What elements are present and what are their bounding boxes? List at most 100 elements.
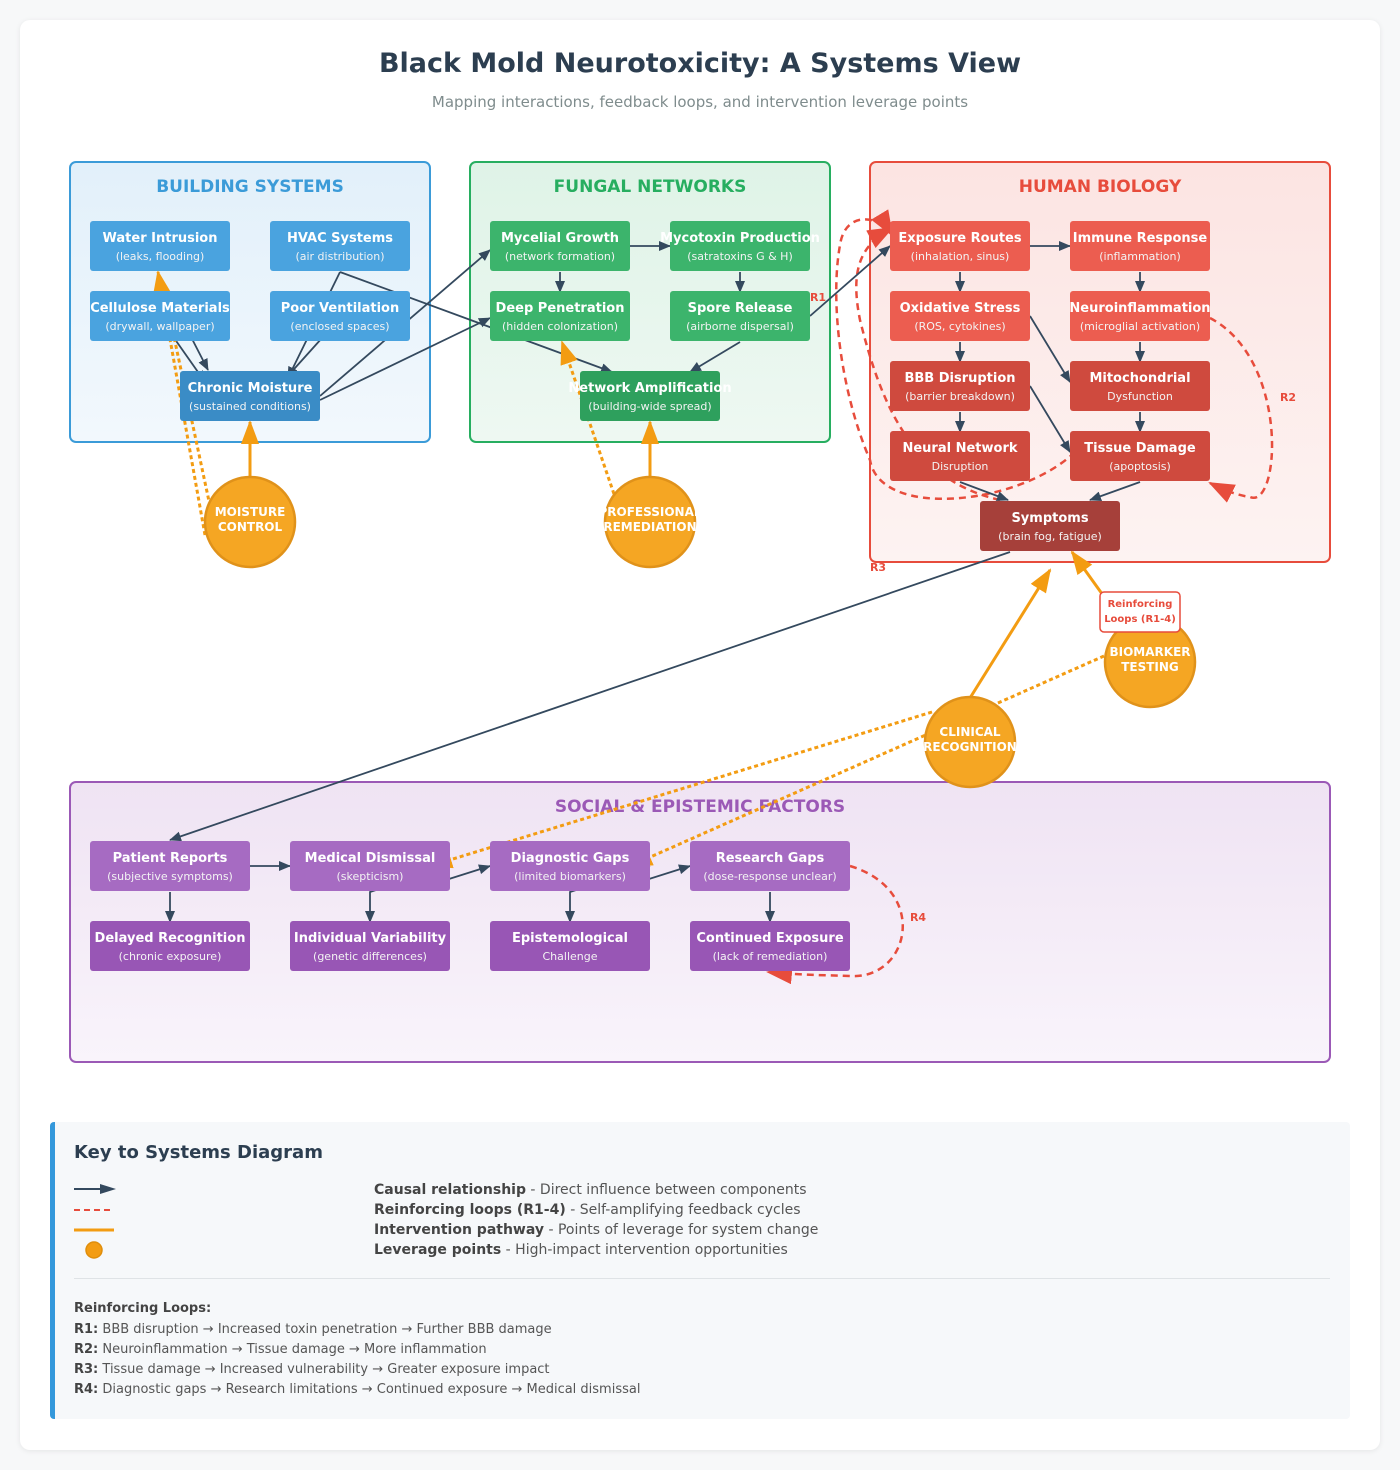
node-network[interactable]: Network Amplification(building-wide spre… [568,371,732,421]
node-subtitle: (limited biomarkers) [514,870,626,883]
node-exposure[interactable]: Exposure Routes(inhalation, sinus) [890,221,1030,271]
node-box [890,431,1030,481]
node-immune[interactable]: Immune Response(inflammation) [1070,221,1210,271]
node-subtitle: (lack of remediation) [713,950,828,963]
node-subtitle: (network formation) [505,250,615,263]
node-neuroinflam[interactable]: Neuroinflammation(microglial activation) [1069,291,1211,341]
node-deep[interactable]: Deep Penetration (hidden colonization) [490,291,630,341]
node-title: Deep Penetration [496,301,625,316]
node-box [890,221,1030,271]
node-subtitle: (barrier breakdown) [905,390,1015,403]
node-title: Research Gaps [716,851,825,866]
loop-id: R2: [74,1342,99,1357]
node-title: Individual Variability [294,931,447,946]
node-title: Poor Ventilation [281,301,400,316]
legend-divider [74,1278,1330,1279]
node-title: Water Intrusion [103,231,218,246]
node-dismissal[interactable]: Medical Dismissal(skepticism) [290,841,450,891]
node-mycelial[interactable]: Mycelial Growth(network formation) [490,221,630,271]
causal-arrow-symbol [74,1184,116,1194]
node-title: Medical Dismissal [305,851,436,866]
node-subtitle: Dysfunction [1107,390,1173,403]
node-box [90,291,230,341]
intervention-line-symbol [74,1228,114,1232]
node-subtitle: (inflammation) [1099,250,1181,263]
node-variability[interactable]: Individual Variability(genetic differenc… [290,921,450,971]
node-box [90,921,250,971]
node-research[interactable]: Research Gaps(dose-response unclear) [690,841,850,891]
loop-id: R1: [74,1322,99,1337]
node-hvac[interactable]: HVAC Systems(air distribution) [270,221,410,271]
loop-id: R4: [74,1382,99,1397]
causal-edge-oxidative-mito [1029,315,1071,383]
node-title: Delayed Recognition [95,931,246,946]
legend-desc: - Self-amplifying feedback cycles [565,1202,801,1218]
node-box [890,361,1030,411]
page-subtitle: Mapping interactions, feedback loops, an… [431,93,969,111]
node-title: Mycotoxin Production [660,231,820,246]
node-spore[interactable]: Spore Release (airborne dispersal) [670,291,810,341]
node-subtitle: (inhalation, sinus) [911,250,1010,263]
node-subtitle: (enclosed spaces) [290,320,389,333]
node-patient[interactable]: Patient Reports(subjective symptoms) [90,841,250,891]
node-subtitle: (leaks, flooding) [116,250,205,263]
node-mycotoxin[interactable]: Mycotoxin Production(satratoxins G & H) [660,221,820,271]
node-oxidative[interactable]: Oxidative Stress(ROS, cytokines) [890,291,1030,341]
node-cellulose[interactable]: Cellulose Materials (drywall, wallpaper) [90,291,230,341]
node-subtitle: Challenge [543,950,598,963]
loops-title: Reinforcing Loops: [74,1301,212,1316]
node-box [890,291,1030,341]
node-ventilation[interactable]: Poor Ventilation (enclosed spaces) [270,291,410,341]
node-moisture[interactable]: Chronic Moisture(sustained conditions) [180,371,320,421]
intervention-clinical-to-dismissal [428,710,933,869]
node-box [1070,221,1210,271]
loop-text: Diagnostic gaps → Research limitations →… [98,1382,641,1397]
dashed-line-symbol [74,1209,114,1211]
legend-panel: Key to Systems Diagram Causal relationsh… [50,1122,1350,1419]
node-water[interactable]: Water Intrusion (leaks, flooding) [90,221,230,271]
node-diaggaps[interactable]: Diagnostic Gaps (limited biomarkers) [490,841,650,891]
loop-r4 [766,864,904,985]
node-title: Cellulose Materials [90,301,230,316]
node-subtitle: Disruption [932,460,989,473]
callout-text: Loops (R1-4) [1104,614,1176,625]
node-box [490,221,630,271]
causal-edge-spore-exposure [809,245,891,317]
node-subtitle: (air distribution) [295,250,384,263]
legend-title: Key to Systems Diagram [74,1142,323,1163]
node-subtitle: (microglial activation) [1080,320,1200,333]
callout-text: Reinforcing [1108,599,1173,610]
causal-edge-tissue-symptoms [1089,481,1141,501]
node-subtitle: (hidden colonization) [502,320,618,333]
legend-desc: - Points of leverage for system change [544,1222,819,1238]
group-title-building: BUILDING SYSTEMS [156,177,344,197]
node-bbb[interactable]: BBB Disruption(barrier breakdown) [890,361,1030,411]
page-title: Black Mold Neurotoxicity: A Systems View [378,48,1022,79]
node-title: Spore Release [688,301,793,316]
node-delayed[interactable]: Delayed Recognition(chronic exposure) [90,921,250,971]
loop-r2 [1208,316,1274,503]
node-title: Diagnostic Gaps [511,851,630,866]
node-subtitle: (airborne dispersal) [686,320,794,333]
node-subtitle: (drywall, wallpaper) [105,320,214,333]
legend-desc: - High-impact intervention opportunities [501,1242,788,1258]
node-tissue[interactable]: Tissue Damage(apoptosis) [1070,431,1210,481]
node-title: Continued Exposure [696,931,843,946]
node-subtitle: (brain fog, fatigue) [998,530,1102,543]
node-title: Oxidative Stress [900,301,1021,316]
loop-row-r4: R4: Diagnostic gaps → Research limitatio… [74,1382,640,1397]
legend-row-intervention: Intervention pathway - Points of leverag… [74,1220,1314,1240]
node-continued[interactable]: Continued Exposure (lack of remediation) [690,921,850,971]
loop-text: Tissue damage → Increased vulnerability … [98,1362,550,1377]
node-symptoms[interactable]: Symptoms(brain fog, fatigue) [980,501,1120,551]
intervention-biomarker-to-symptoms [1070,550,1107,599]
leverage-label: MOISTURE [215,505,286,519]
